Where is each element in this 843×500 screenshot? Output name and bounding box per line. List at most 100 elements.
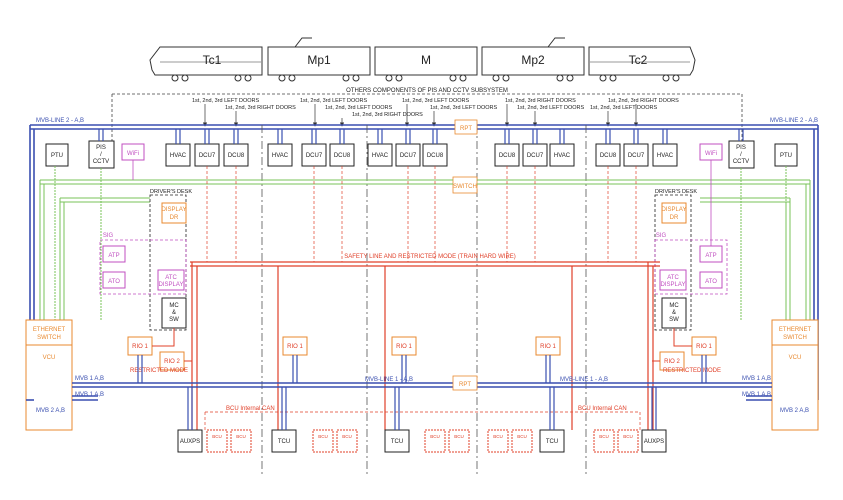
- safety-line-label: SAFETY LINE AND RESTRICTED MODE (TRAIN H…: [344, 254, 516, 260]
- rio1-box: [282, 336, 308, 356]
- rio1-box: [535, 336, 561, 356]
- restricted-mode-label: RESTRICTED MODE: [663, 368, 721, 374]
- switch-box: [452, 176, 478, 194]
- atc-display-label: DISPLAY: [661, 282, 686, 288]
- rpt-box: [454, 119, 478, 135]
- atp-label: ATP: [705, 253, 716, 259]
- rpt-label: RPT: [460, 126, 472, 132]
- pis-label: PIS: [96, 145, 106, 151]
- hvac-label: HVAC: [372, 153, 389, 159]
- hvac-box: [367, 143, 393, 167]
- mvb-line-1: [26, 382, 772, 401]
- dcu8-label: DCU8: [427, 153, 444, 159]
- bcu-box: [424, 429, 446, 453]
- rpt-label: RPT: [459, 382, 471, 388]
- dcu7-label: DCU7: [199, 153, 216, 159]
- mvb-line2-label: MVB-LINE 2 - A,B: [36, 118, 84, 124]
- rio1-label: RIO 1: [540, 344, 556, 350]
- tcu-label: TCU: [278, 439, 290, 445]
- pis-cctv-box: [728, 140, 755, 169]
- bcu-label: BCU: [236, 434, 246, 439]
- safety-line: [190, 261, 660, 430]
- bcu-box: [593, 429, 615, 453]
- bcu-label: BCU: [318, 434, 328, 439]
- mc-label: MC: [669, 303, 679, 309]
- vcu-label: VCU: [789, 355, 802, 361]
- dcu8-label: DCU8: [499, 153, 516, 159]
- doors-label: 1st, 2nd, 3rd LEFT DOORS: [300, 98, 367, 104]
- ato-label: ATO: [705, 279, 717, 285]
- eth-switch-label2: SWITCH: [37, 335, 61, 341]
- sw-label: SW: [169, 317, 179, 323]
- doors-label: 1st, 2nd, 3rd LEFT DOORS: [430, 105, 497, 111]
- amp-label: &: [172, 310, 176, 316]
- doors-label: 1st, 2nd, 3rd RIGHT DOORS: [608, 98, 679, 104]
- ethernet-lines: [39, 166, 811, 320]
- drivers-desk-left: DRIVER'S DESK DISPLAY DR MC & SW: [149, 189, 192, 331]
- car-mp2: Mp2: [481, 37, 585, 82]
- atc-label: ATC: [165, 275, 177, 281]
- rio1-label: RIO 1: [287, 344, 303, 350]
- doors-label: 1st, 2nd, 3rd LEFT DOORS: [192, 98, 259, 104]
- bcu-box: [336, 429, 358, 453]
- tcu-box: [539, 429, 565, 453]
- bcu-box: [206, 429, 228, 453]
- bcu-label: BCU: [623, 434, 633, 439]
- doors-label: 1st, 2nd, 3rd RIGHT DOORS: [225, 105, 296, 111]
- rio2-label: RIO 2: [664, 359, 680, 365]
- hvac-box: [549, 143, 575, 167]
- dcu8-label: DCU8: [228, 153, 245, 159]
- sig-label: SIG: [103, 233, 114, 239]
- bcu-box: [312, 429, 334, 453]
- rio2-label: RIO 2: [164, 359, 180, 365]
- rpt-box: [452, 375, 478, 391]
- display-box: [661, 202, 687, 224]
- mvb1-drops: [137, 355, 707, 430]
- bcu-label: BCU: [599, 434, 609, 439]
- amp-label: &: [672, 310, 676, 316]
- vcu-box: [25, 319, 73, 431]
- tcu-box: [384, 429, 410, 453]
- train: Tc1 Mp1 M Mp2: [149, 37, 696, 82]
- eth-switch-label: ETHERNET: [33, 327, 66, 333]
- mc-label: MC: [169, 303, 179, 309]
- vcu-right: ETHERNET SWITCH VCU: [771, 319, 819, 431]
- bcu-can-label: BCU Internal CAN: [578, 406, 627, 412]
- atp-label: ATP: [108, 253, 119, 259]
- bcu-box: [617, 429, 639, 453]
- sig-label: SIG: [656, 233, 667, 239]
- restricted-mode-label: RESTRICTED MODE: [130, 368, 188, 374]
- mvb-line1-label: MVB-LINE 1 - A,B: [560, 377, 608, 383]
- bcu-box: [230, 429, 252, 453]
- drivers-desk-label: DRIVER'S DESK: [655, 189, 697, 195]
- wifi-label: WiFi: [705, 151, 717, 157]
- ptu-box: [45, 143, 69, 167]
- ptu-label: PTU: [51, 153, 63, 159]
- pis-sep: /: [100, 152, 102, 158]
- hvac-label: HVAC: [272, 153, 289, 159]
- bcu-units: BCU BCU BCU BCU BCU BCU BCU BCU BCU BCU: [206, 429, 639, 453]
- ato-box: [699, 271, 723, 289]
- auxps-label: AUXPS: [644, 439, 664, 445]
- bcu-label: BCU: [493, 434, 503, 439]
- car-label: Tc2: [629, 53, 648, 67]
- door-labels: 1st, 2nd, 3rd LEFT DOORS 1st, 2nd, 3rd R…: [192, 98, 679, 118]
- vcu-left: ETHERNET SWITCH VCU: [25, 319, 73, 431]
- bcu-can-label: BCU Internal CAN: [226, 406, 275, 412]
- ato-box: [102, 271, 126, 289]
- sig-left: SIG ATP ATO ATC DISPLAY: [99, 233, 187, 295]
- top-devices: PTU PIS / CCTV WiFi HVAC DCU7 DCU8 HVAC …: [45, 140, 798, 169]
- rio-red-links: [152, 328, 692, 362]
- switch-label: SWITCH: [453, 184, 477, 190]
- car-tc2: Tc2: [588, 46, 696, 82]
- dcu7-label: DCU7: [400, 153, 417, 159]
- bcu-box: [487, 429, 509, 453]
- dcu-hardwire: [206, 166, 637, 262]
- tcu-label: TCU: [546, 439, 558, 445]
- car-label: M: [421, 53, 431, 67]
- car-m: M: [374, 46, 478, 82]
- door-arrows: [202, 104, 639, 127]
- mc-sw-box: [661, 297, 687, 329]
- auxps-box: [177, 429, 203, 453]
- mvb2-label: MVB 2 A,B: [36, 408, 65, 414]
